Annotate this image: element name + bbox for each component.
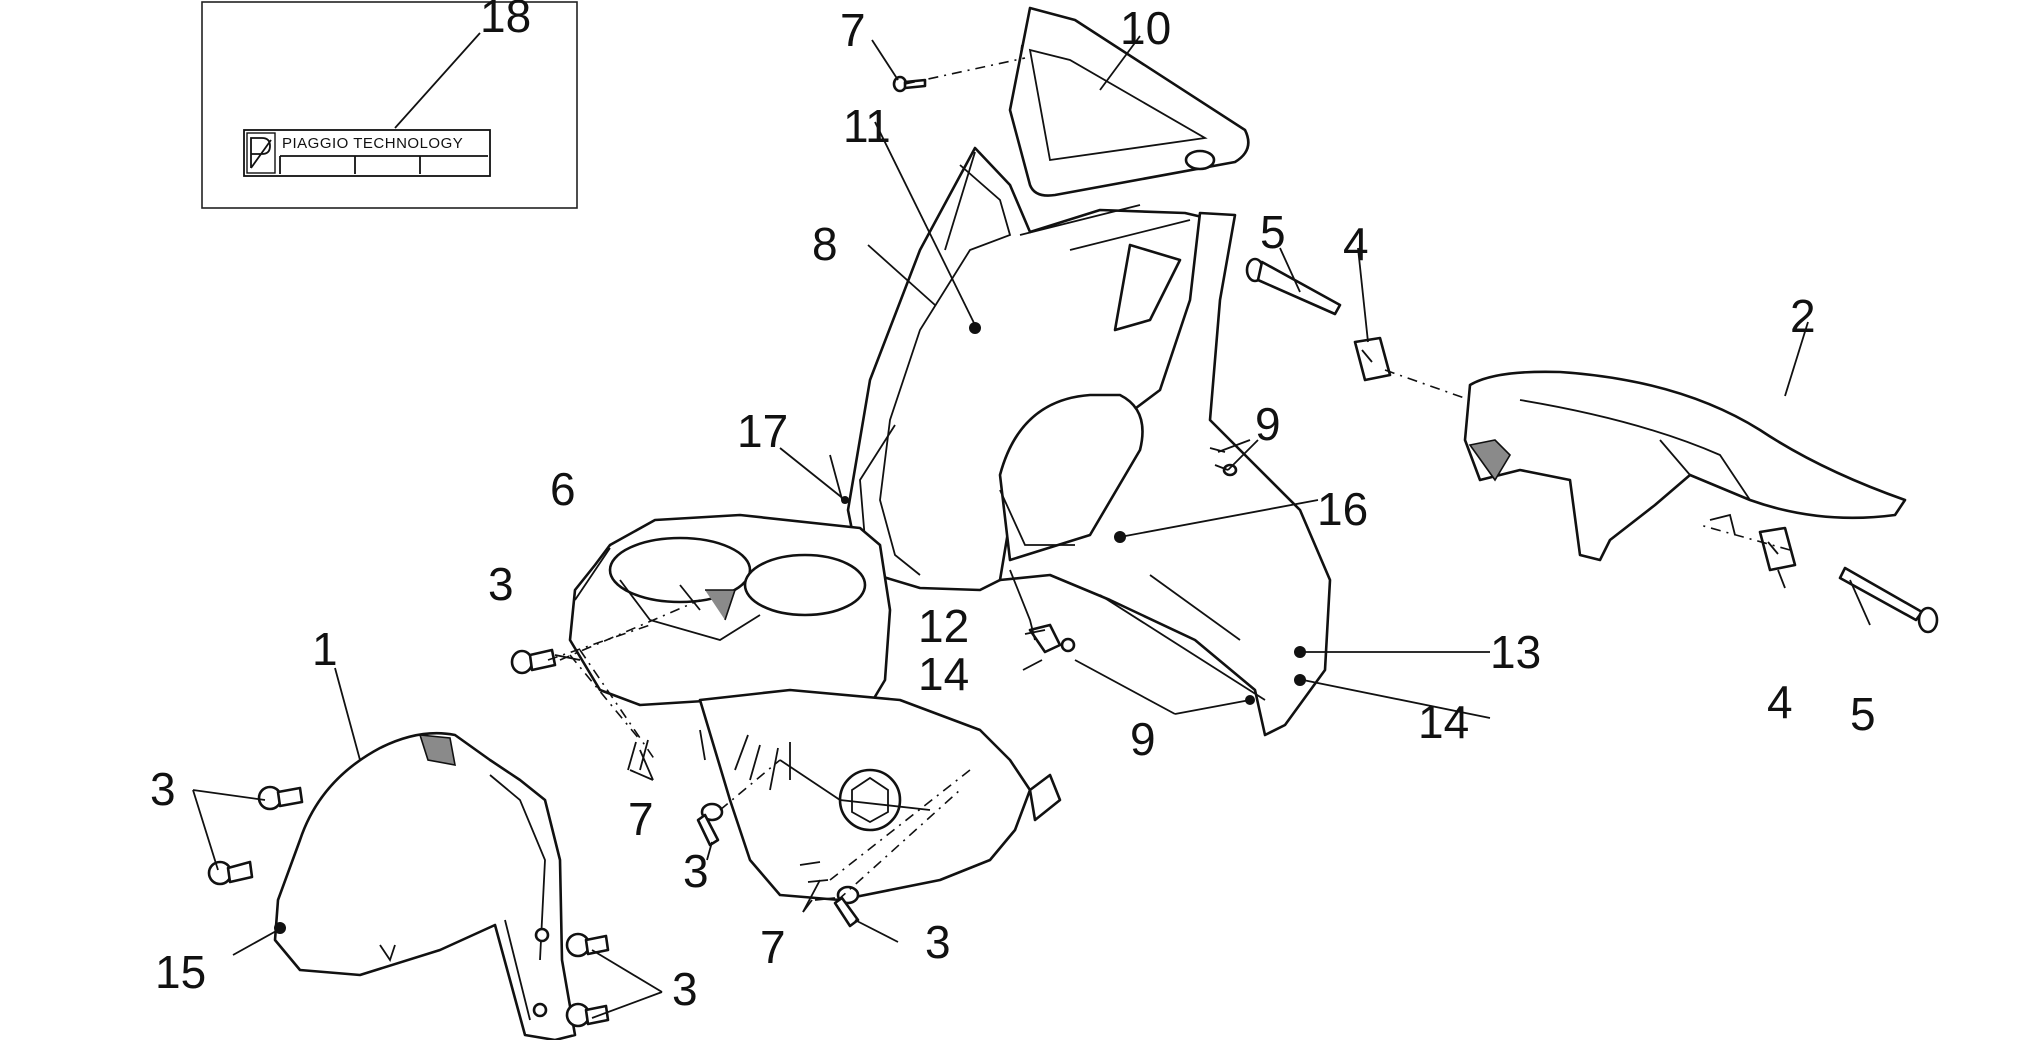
callout-6: 6 — [550, 463, 576, 515]
callout-3-center: 3 — [683, 845, 709, 897]
callout-15: 15 — [155, 946, 206, 998]
callout-9: 9 — [1255, 398, 1281, 450]
callout-10: 10 — [1120, 2, 1171, 54]
piaggio-technology-sticker — [243, 129, 491, 177]
assembly-lines — [547, 57, 1791, 901]
leader-line — [394, 32, 481, 129]
callout-1: 1 — [312, 623, 338, 675]
callout-3-lower: 3 — [925, 916, 951, 968]
part-8-front-shield — [846, 146, 1217, 592]
screws-3-right-fender — [565, 932, 610, 1028]
callout-14: 14 — [918, 648, 969, 700]
screw-7-top — [892, 75, 927, 93]
callout-12: 12 — [918, 600, 969, 652]
callout-9-lower: 9 — [1130, 713, 1156, 765]
callout-16: 16 — [1317, 483, 1368, 535]
inner-back-panel — [698, 688, 1062, 902]
part-2-fender-right — [1463, 370, 1907, 562]
callout-4-lower: 4 — [1767, 676, 1793, 728]
part-1-front-fender — [273, 731, 577, 1042]
callout-14-lower: 14 — [1418, 696, 1469, 748]
callout-7-lower: 7 — [760, 921, 786, 973]
screws-9-right — [1209, 447, 1238, 477]
callout-4: 4 — [1343, 218, 1369, 270]
sticker-inset: PIAGGIO TECHNOLOGY — [201, 1, 578, 209]
callout-13: 13 — [1490, 626, 1541, 678]
screw-3-lower — [833, 885, 860, 928]
screw-3-center — [696, 802, 724, 847]
clip-4-top — [1353, 336, 1392, 382]
callout-7: 7 — [840, 4, 866, 56]
callout-5-lower: 5 — [1850, 688, 1876, 740]
callout-17: 17 — [737, 405, 788, 457]
screw-9-lower — [1060, 637, 1076, 653]
callout-3-left: 3 — [150, 763, 176, 815]
callout-8: 8 — [812, 218, 838, 270]
screws-3-left-fender — [207, 785, 304, 886]
bolt-5-bottom — [1838, 566, 1939, 634]
part-16-leg-shield — [998, 211, 1332, 737]
screws-7-lower — [799, 861, 836, 901]
callout-3: 3 — [488, 558, 514, 610]
callout-7-center: 7 — [628, 793, 654, 845]
leader-lines — [192, 35, 1871, 1019]
piaggio-logo-mark — [250, 137, 272, 169]
clip-4-bottom — [1758, 526, 1797, 572]
callout-11: 11 — [843, 100, 891, 152]
bolt-5-top — [1245, 257, 1342, 316]
callout-3-right: 3 — [672, 963, 698, 1015]
callout-18: 18 — [480, 0, 531, 42]
callout-labels: 18 7 10 11 8 5 4 2 9 17 16 6 3 12 14 13 … — [150, 0, 1876, 1015]
screws-7-center — [627, 729, 791, 791]
callout-5: 5 — [1260, 206, 1286, 258]
part-6-glove-box — [568, 513, 892, 712]
bracket-12 — [1009, 569, 1062, 654]
part-10-top-cover — [1008, 6, 1250, 197]
sticker-brand-text: PIAGGIO TECHNOLOGY — [282, 135, 463, 152]
screw-3-upper-left — [510, 648, 557, 675]
callout-2: 2 — [1790, 290, 1816, 342]
reference-dots — [274, 322, 1306, 934]
